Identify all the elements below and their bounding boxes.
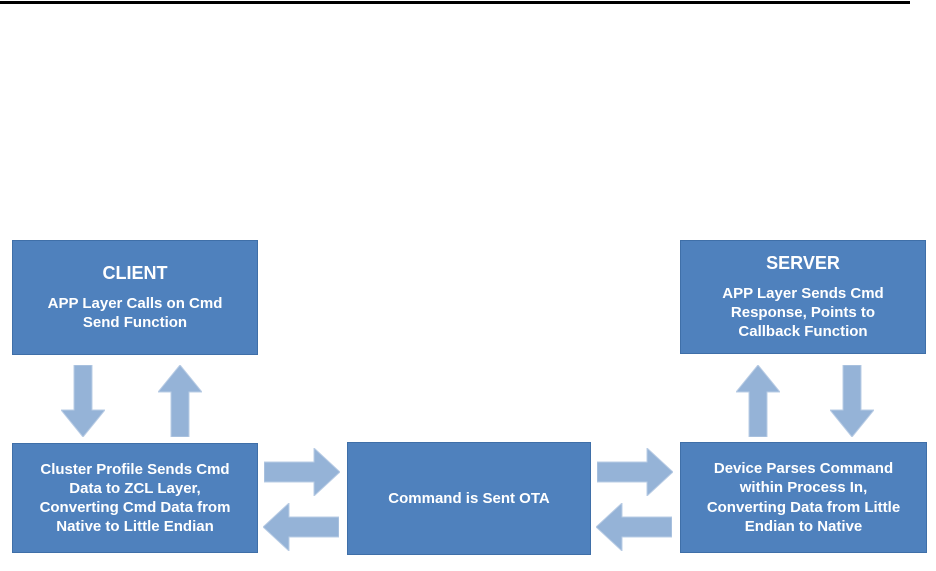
cluster-to-client-up-arrow-icon	[158, 365, 202, 437]
device-parses-box-text: Endian to Native	[744, 517, 863, 535]
server-box: SERVER APP Layer Sends Cmd Response, Poi…	[680, 240, 926, 354]
client-box-title: CLIENT	[102, 263, 168, 284]
client-to-cluster-down-arrow-icon	[61, 365, 105, 437]
top-horizontal-rule	[0, 1, 910, 4]
cluster-to-ota-right-arrow-icon	[264, 448, 340, 496]
cluster-profile-box-text: Cluster Profile Sends Cmd	[40, 460, 230, 478]
device-parses-box-text: Converting Data from Little	[706, 498, 901, 516]
device-parses-box-text: within Process In,	[739, 479, 868, 497]
server-box-text: Callback Function	[738, 322, 868, 340]
server-box-title: SERVER	[766, 253, 840, 274]
ota-to-cluster-left-arrow-icon	[263, 503, 339, 551]
device-parses-box: Device Parses Command within Process In,…	[680, 442, 927, 553]
ota-to-device-right-arrow-icon	[597, 448, 673, 496]
device-parses-box-text: Device Parses Command	[713, 460, 894, 478]
client-box-text: APP Layer Calls on Cmd	[47, 294, 223, 312]
device-to-server-up-arrow-icon	[736, 365, 780, 437]
client-box: CLIENT APP Layer Calls on Cmd Send Funct…	[12, 240, 258, 355]
server-to-device-down-arrow-icon	[830, 365, 874, 437]
client-box-text: Send Function	[82, 313, 188, 331]
cluster-profile-box-text: Data to ZCL Layer,	[69, 479, 201, 497]
command-sent-ota-box-text: Command is Sent OTA	[388, 489, 550, 507]
server-box-text: APP Layer Sends Cmd	[722, 284, 884, 302]
command-sent-ota-box: Command is Sent OTA	[347, 442, 591, 555]
cluster-profile-box-text: Native to Little Endian	[56, 518, 214, 536]
device-to-ota-left-arrow-icon	[596, 503, 672, 551]
cluster-profile-box-text: Converting Cmd Data from	[39, 499, 231, 516]
cluster-profile-box: Cluster Profile Sends Cmd Data to ZCL La…	[12, 443, 258, 553]
server-box-text: Response, Points to	[730, 303, 876, 321]
